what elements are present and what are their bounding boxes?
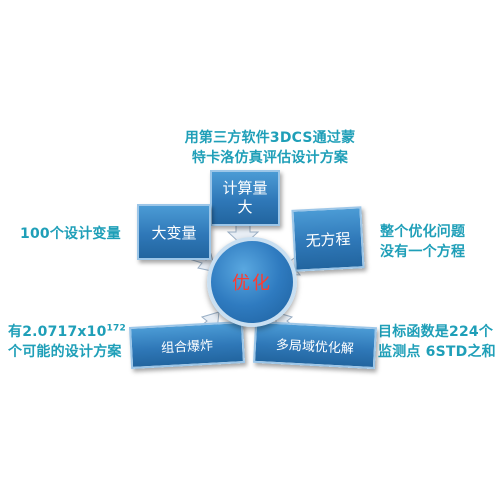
left-bottom-line1: 有2.0717x10172	[8, 322, 126, 342]
right-bottom-line2: 监测点 6STD之和	[378, 344, 496, 360]
variables-box-label: 大变量	[151, 223, 197, 242]
no-equation-box-label: 无方程	[305, 229, 351, 250]
left-bottom-line2: 个可能的设计方案	[8, 344, 122, 360]
left-bottom-prefix: 有2.0717x10	[8, 324, 107, 340]
right-top-line1: 整个优化问题	[380, 224, 466, 240]
combinatorial-box: 组合爆炸	[128, 321, 246, 369]
right-bottom-annotation: 目标函数是224个 监测点 6STD之和	[378, 322, 496, 362]
compute-box-line2: 大	[237, 198, 253, 216]
variables-box: 大变量	[137, 204, 211, 260]
top-annotation: 用第三方软件3DCS通过蒙 特卡洛仿真评估设计方案	[170, 128, 370, 168]
left-bottom-annotation: 有2.0717x10172 个可能的设计方案	[8, 322, 126, 362]
right-top-line2: 没有一个方程	[380, 244, 466, 260]
compute-box-line1: 计算量	[222, 179, 268, 197]
optimization-center-circle: 优化	[207, 237, 297, 327]
multimodal-box-label: 多局域优化解	[275, 337, 355, 357]
left-top-annotation: 100个设计变量	[20, 226, 121, 242]
no-equation-box: 无方程	[291, 206, 365, 272]
right-bottom-line1: 目标函数是224个	[378, 324, 494, 340]
top-annotation-line1: 用第三方软件3DCS通过蒙	[184, 130, 356, 146]
top-annotation-line2: 特卡洛仿真评估设计方案	[191, 150, 349, 166]
right-top-annotation: 整个优化问题 没有一个方程	[380, 222, 465, 262]
combinatorial-box-label: 组合爆炸	[160, 338, 214, 356]
compute-box: 计算量 大	[210, 170, 280, 226]
multimodal-box: 多局域优化解	[252, 320, 378, 370]
center-label: 优化	[232, 273, 272, 294]
left-bottom-exponent: 172	[106, 323, 126, 334]
